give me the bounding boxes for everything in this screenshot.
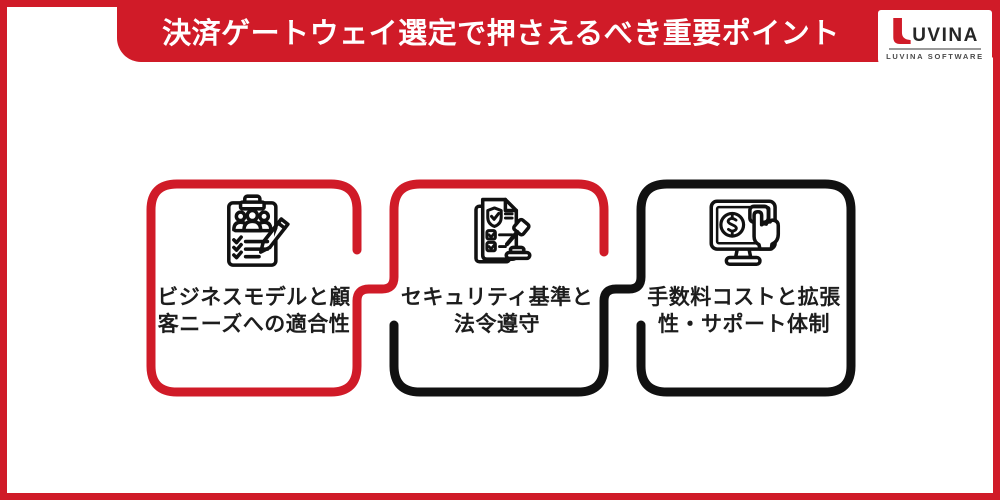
logo-box: UVINA LUVINA SOFTWARE xyxy=(878,10,992,68)
logo-divider xyxy=(889,48,981,50)
luvina-logo: UVINA xyxy=(891,18,979,45)
page-title: 決済ゲートウェイ選定で押さえるべき重要ポイント xyxy=(162,18,840,50)
card-label: セキュリティ基準と 法令遵守 xyxy=(400,286,594,336)
card-label: 手数料コストと拡張 性・サポート体制 xyxy=(647,286,841,336)
logo-tagline: LUVINA SOFTWARE xyxy=(886,51,984,61)
monitor-payment-click-icon xyxy=(709,199,781,267)
card-security-compliance: セキュリティ基準と 法令遵守 xyxy=(394,190,600,388)
clipboard-team-pencil-icon xyxy=(227,194,290,267)
card-cost-scalability: 手数料コストと拡張 性・サポート体制 xyxy=(641,190,847,388)
card-label: ビジネスモデルと顧 客ニーズへの適合性 xyxy=(157,286,351,336)
card-business-fit: ビジネスモデルと顧 客ニーズへの適合性 xyxy=(151,190,357,388)
compliance-checklist-gavel-icon xyxy=(474,197,532,264)
luvina-wordmark: UVINA xyxy=(912,25,979,46)
luvina-l-icon xyxy=(893,18,911,45)
header-band: 決済ゲートウェイ選定で押さえるべき重要ポイント xyxy=(117,0,1000,62)
